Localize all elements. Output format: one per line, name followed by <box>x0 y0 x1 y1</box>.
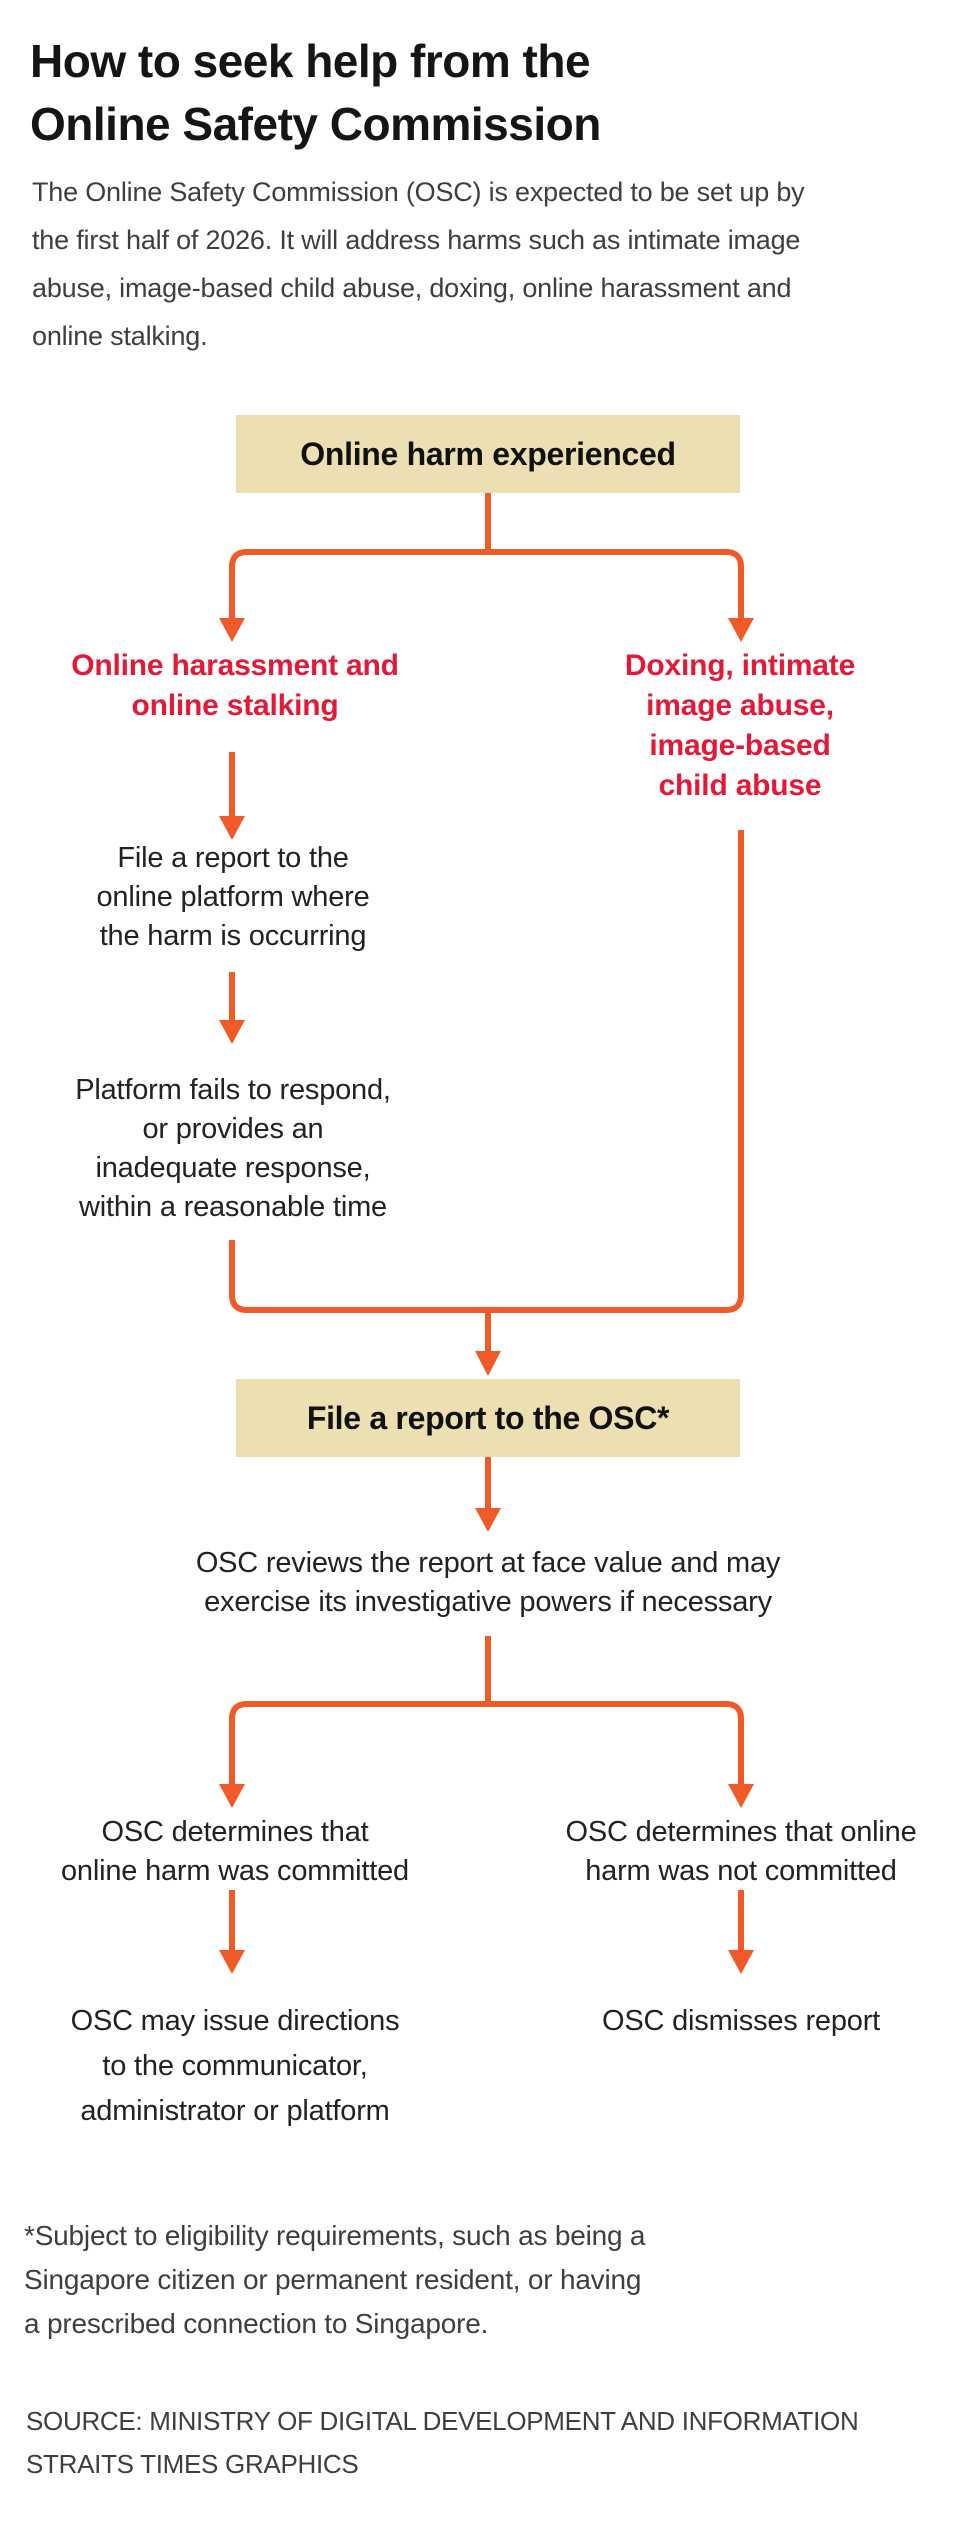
branch-left-line: Online harassment and <box>71 649 399 682</box>
footnote: *Subject to eligibility requirements, su… <box>24 2214 646 2346</box>
branch-right-line: image abuse, <box>646 689 834 722</box>
step-line: Platform fails to respond, <box>75 1074 391 1106</box>
step-line: OSC reviews the report at face value and… <box>195 1547 781 1579</box>
action-dismiss-report: OSC dismisses report <box>602 1999 880 2044</box>
osc-node-label: File a report to the OSC* <box>306 1399 670 1436</box>
step-line: OSC determines that <box>101 1816 369 1848</box>
step-platform-fails: Platform fails to respond, or provides a… <box>75 1071 391 1227</box>
branch-left-label: Online harassment and online stalking <box>71 646 399 726</box>
page-title: How to seek help from the Online Safety … <box>30 30 601 156</box>
start-node-box: Online harm experienced <box>236 415 740 493</box>
outcome-harm-committed: OSC determines that online harm was comm… <box>61 1813 409 1891</box>
step-line: within a reasonable time <box>79 1191 387 1223</box>
source-line: STRAITS TIMES GRAPHICS <box>26 2449 359 2479</box>
outcome-harm-not-committed: OSC determines that online harm was not … <box>565 1813 916 1891</box>
step-line: to the communicator, <box>102 2050 368 2082</box>
step-osc-reviews: OSC reviews the report at face value and… <box>195 1544 781 1622</box>
intro-line: online stalking. <box>32 321 208 351</box>
start-node-label: Online harm experienced <box>300 435 676 472</box>
step-line: harm was not committed <box>585 1855 897 1887</box>
intro-line: the first half of 2026. It will address … <box>32 225 801 255</box>
step-line: the harm is occurring <box>99 920 367 952</box>
footnote-line: *Subject to eligibility requirements, su… <box>24 2220 646 2251</box>
source-line: SOURCE: MINISTRY OF DIGITAL DEVELOPMENT … <box>26 2406 859 2436</box>
arrow-down-icon <box>728 1784 754 1808</box>
branch-right-line: child abuse <box>658 769 822 802</box>
intro-paragraph: The Online Safety Commission (OSC) is ex… <box>32 168 805 360</box>
arrow-down-icon <box>728 618 754 642</box>
intro-line: abuse, image-based child abuse, doxing, … <box>32 273 792 303</box>
arrow-down-icon <box>219 618 245 642</box>
connector-split-top <box>229 549 744 620</box>
arrow-down-icon <box>475 1351 501 1376</box>
osc-node-box: File a report to the OSC* <box>236 1379 740 1457</box>
step-line: administrator or platform <box>80 2095 390 2127</box>
intro-line: The Online Safety Commission (OSC) is ex… <box>32 177 805 207</box>
branch-right-label: Doxing, intimate image abuse, image-base… <box>625 646 855 806</box>
arrow-down-icon <box>475 1508 501 1532</box>
step-line: inadequate response, <box>95 1152 371 1184</box>
page-title-line: Online Safety Commission <box>30 98 601 150</box>
branch-right-line: Doxing, intimate <box>624 649 856 682</box>
step-line: online harm was committed <box>61 1855 409 1887</box>
arrow-down-icon <box>219 1020 245 1044</box>
step-line: exercise its investigative powers if nec… <box>204 1586 772 1618</box>
source-credit: SOURCE: MINISTRY OF DIGITAL DEVELOPMENT … <box>26 2400 859 2486</box>
arrow-down-icon <box>728 1950 754 1974</box>
step-line: online platform where <box>96 881 370 913</box>
footnote-line: a prescribed connection to Singapore. <box>24 2308 489 2339</box>
branch-left-line: online stalking <box>131 689 339 722</box>
step-line: OSC may issue directions <box>70 2005 400 2037</box>
step-line: or provides an <box>142 1113 324 1145</box>
branch-right-line: image-based <box>649 729 831 762</box>
action-issue-directions: OSC may issue directions to the communic… <box>71 1999 400 2134</box>
arrow-down-icon <box>219 1950 245 1974</box>
arrow-down-icon <box>219 816 245 840</box>
step-file-platform: File a report to the online platform whe… <box>96 839 369 956</box>
connector-split-bottom <box>229 1701 744 1786</box>
step-line: OSC determines that online <box>565 1816 917 1848</box>
step-line: OSC dismisses report <box>601 2005 881 2037</box>
footnote-line: Singapore citizen or permanent resident,… <box>24 2264 642 2295</box>
step-line: File a report to the <box>117 842 349 874</box>
page-title-line: How to seek help from the <box>30 35 591 87</box>
arrow-down-icon <box>219 1784 245 1808</box>
